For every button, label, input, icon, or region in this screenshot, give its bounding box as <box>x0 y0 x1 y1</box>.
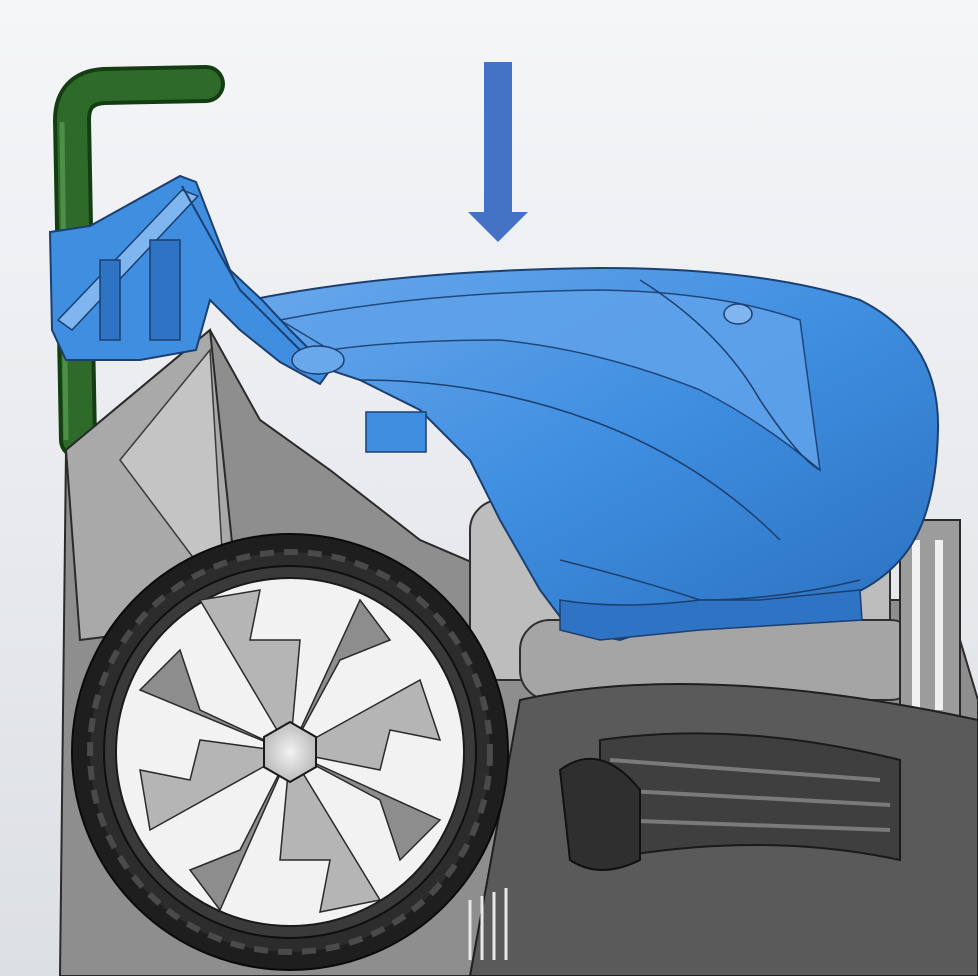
down-arrow-icon <box>468 62 528 242</box>
handle-bracket <box>48 174 345 386</box>
top-cover <box>248 266 940 642</box>
wheel <box>71 533 509 971</box>
